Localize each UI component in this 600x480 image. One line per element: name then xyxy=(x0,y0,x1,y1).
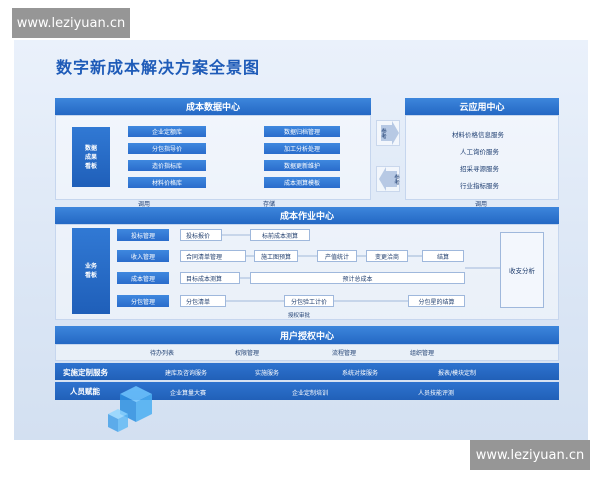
flow-settlement: 结算 xyxy=(422,250,464,262)
data-item-maintenance: 数据更新维护 xyxy=(264,160,340,171)
decorative-cubes xyxy=(108,386,152,432)
flow-target-cost: 目标成本测算 xyxy=(180,272,240,284)
flow-auth-note: 授权审批 xyxy=(288,313,311,319)
cloud-center-panel xyxy=(405,115,559,200)
flow-pre-bid-estimate: 标前成本测算 xyxy=(250,229,310,241)
module-revenue-management: 收入管理 xyxy=(117,250,169,262)
auth-item-org: 组织管理 xyxy=(410,350,435,357)
personnel-item-contest: 企业算量大赛 xyxy=(170,390,207,397)
flow-sub-list: 分包清单 xyxy=(180,295,226,307)
data-item-enterprise-quota: 企业定额库 xyxy=(128,126,206,137)
impl-item-implementation: 实施服务 xyxy=(255,370,280,377)
reference-arrow-top xyxy=(376,120,400,146)
flow-total-cost: 预计总成本 xyxy=(250,272,465,284)
impl-item-library: 建库及咨询服务 xyxy=(165,370,208,377)
connector-call-right: 调用 xyxy=(475,201,488,208)
watermark-bottom: www.leziyuan.cn xyxy=(470,440,590,470)
cost-ops-center-header: 成本作业中心 xyxy=(55,207,559,224)
impl-item-integration: 系统对接服务 xyxy=(342,370,379,377)
reference-arrow-bottom xyxy=(376,166,400,192)
flow-drawing-budget: 施工图预算 xyxy=(254,250,298,262)
reference-label-top: 参考 xyxy=(380,128,386,139)
page-title: 数字新成本解决方案全景图 xyxy=(56,58,261,77)
flow-output-stats: 产值统计 xyxy=(317,250,357,262)
data-item-cost-index: 造价指标库 xyxy=(128,160,206,171)
user-auth-center-header: 用户授权中心 xyxy=(55,326,559,344)
flow-sub-settle: 分包星的结算 xyxy=(408,295,465,307)
personnel-title: 人员赋能 xyxy=(70,387,100,396)
cloud-center-header: 云应用中心 xyxy=(405,98,559,115)
auth-item-permission: 权限管理 xyxy=(235,350,260,357)
data-item-material-price: 材料价格库 xyxy=(128,177,206,188)
flow-change-claim: 变更洽商 xyxy=(366,250,408,262)
cloud-item-sourcing: 招采寻源服务 xyxy=(460,165,499,173)
flow-contract-list: 合同清单管理 xyxy=(180,250,246,262)
impl-item-custom: 报表/模块定制 xyxy=(438,370,477,377)
arrow-right-icon xyxy=(381,121,399,145)
personnel-item-training: 企业定制培训 xyxy=(292,390,329,397)
data-item-processing: 加工分析处理 xyxy=(264,143,340,154)
cloud-item-labor-inquiry: 人工询价服务 xyxy=(460,148,499,156)
income-expense-analysis: 收支分析 xyxy=(500,232,544,308)
user-auth-center-panel xyxy=(55,344,559,361)
connector-call-left: 调用 xyxy=(138,201,151,208)
cloud-item-industry-index: 行业指标服务 xyxy=(460,182,499,190)
reference-label-bottom: 参考 xyxy=(393,174,399,185)
auth-item-process: 流程管理 xyxy=(332,350,357,357)
data-item-subcontract-price: 分包指导价 xyxy=(128,143,206,154)
data-dashboard-label: 数据 成果 看板 xyxy=(72,127,110,187)
flow-sub-measure: 分包验工计价 xyxy=(284,295,334,307)
flow-bid-quote: 投标报价 xyxy=(180,229,222,241)
impl-service-band xyxy=(55,363,559,380)
personnel-item-assessment: 人员技能评测 xyxy=(418,390,455,397)
module-cost-management: 成本管理 xyxy=(117,272,169,284)
data-item-template: 成本测算模板 xyxy=(264,177,340,188)
business-dashboard-label: 业务 看板 xyxy=(72,228,110,314)
impl-service-title: 实施定制服务 xyxy=(63,368,108,377)
personnel-band xyxy=(55,382,559,400)
module-subcontract-management: 分包管理 xyxy=(117,295,169,307)
watermark-top: www.leziyuan.cn xyxy=(12,8,130,38)
module-bid-management: 投标管理 xyxy=(117,229,169,241)
cloud-item-material-info: 材料价格信息服务 xyxy=(452,131,504,139)
cost-data-center-header: 成本数据中心 xyxy=(55,98,371,115)
data-item-archive: 数据归档管理 xyxy=(264,126,340,137)
arrow-left-icon xyxy=(379,167,397,191)
connector-store: 存储 xyxy=(263,201,276,208)
auth-item-todo: 待办列表 xyxy=(150,350,175,357)
